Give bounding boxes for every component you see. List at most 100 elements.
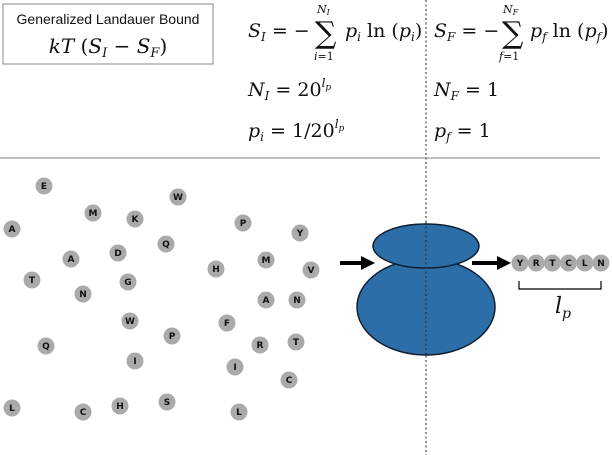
- amino-acid-ball: D: [109, 244, 127, 262]
- amino-acid-ball-letter: A: [9, 225, 16, 235]
- amino-acid-ball-letter: C: [286, 376, 293, 386]
- amino-acid-ball-letter: H: [116, 402, 124, 412]
- chain-residue-circle: [527, 254, 545, 272]
- amino-acid-ball-letter: G: [124, 278, 131, 288]
- amino-acid-ball-letter: K: [132, 215, 140, 225]
- initial-sum-upper: NI: [316, 3, 331, 17]
- chain-residue-letter: Y: [516, 259, 524, 269]
- box-title: Generalized Landauer Bound: [17, 11, 200, 27]
- amino-acid-ball: S: [158, 393, 176, 411]
- amino-acid-ball-letter: T: [29, 276, 36, 286]
- amino-acid-ball-circle: [3, 399, 21, 417]
- amino-acid-ball-circle: [157, 235, 175, 253]
- chain-residue: C: [560, 254, 578, 272]
- amino-acid-ball-circle: [287, 333, 305, 351]
- amino-acid-ball-letter: Q: [162, 240, 170, 250]
- chain-residue-circle: [511, 254, 529, 272]
- amino-acid-ball-circle: [226, 358, 244, 376]
- final-count-equation: NF = 1: [433, 79, 499, 103]
- amino-acid-ball-letter: L: [236, 408, 242, 418]
- amino-acid-ball-letter: W: [173, 193, 183, 203]
- amino-acid-ball-letter: A: [68, 255, 75, 265]
- amino-acid-ball-letter: Y: [296, 229, 304, 239]
- chain-length-label: lp: [555, 294, 571, 322]
- amino-acid-ball-letter: L: [9, 404, 15, 414]
- amino-acid-ball: A: [62, 250, 80, 268]
- final-sum-lower: f=1: [498, 50, 519, 63]
- amino-acid-ball-circle: [74, 403, 92, 421]
- amino-acid-ball: L: [230, 403, 248, 421]
- amino-acid-ball-circle: [84, 204, 102, 222]
- amino-acid-ball: W: [121, 312, 139, 330]
- chain-residue-letter: N: [597, 259, 605, 269]
- amino-acid-ball-circle: [23, 271, 41, 289]
- amino-acid-ball: E: [35, 177, 53, 195]
- amino-acid-ball-letter: R: [257, 341, 264, 351]
- chain-residue: L: [576, 254, 594, 272]
- amino-acid-ball-letter: E: [41, 182, 47, 192]
- amino-acid-ball: P: [234, 214, 252, 232]
- amino-acid-ball-letter: P: [169, 332, 176, 342]
- chain-residue-circle: [576, 254, 594, 272]
- final-sum-upper: NF: [502, 3, 519, 17]
- amino-acid-ball: K: [126, 210, 144, 228]
- amino-acid-ball: M: [257, 251, 275, 269]
- amino-acid-ball: C: [280, 371, 298, 389]
- amino-acid-ball-letter: N: [79, 290, 87, 300]
- final-entropy-rhs: pf ln (pf): [530, 20, 608, 44]
- chain-length-bracket: lp: [518, 281, 602, 322]
- amino-acid-ball-circle: [111, 397, 129, 415]
- amino-acid-ball: W: [169, 188, 187, 206]
- amino-acid-ball-circle: [257, 291, 275, 309]
- amino-acid-ball-letter: P: [240, 219, 247, 229]
- amino-acid-ball: T: [23, 271, 41, 289]
- amino-acid-ball-circle: [234, 214, 252, 232]
- amino-acid-ball-circle: [109, 244, 127, 262]
- amino-acid-ball: L: [3, 399, 21, 417]
- chain-residue-circle: [543, 254, 561, 272]
- amino-acid-ball-circle: [291, 224, 309, 242]
- amino-acid-ball: V: [302, 261, 320, 279]
- chain-residue: Y: [511, 254, 529, 272]
- amino-acid-ball-letter: T: [293, 338, 300, 348]
- initial-sum-lower: i=1: [314, 50, 334, 63]
- final-prob-equation: pf = 1: [434, 120, 491, 144]
- amino-acid-ball-circle: [158, 393, 176, 411]
- final-entropy-equation: SF = −: [434, 20, 499, 44]
- chain-residue: T: [543, 254, 561, 272]
- amino-acid-ball: N: [74, 285, 92, 303]
- amino-acid-ball: F: [218, 314, 236, 332]
- initial-sum-sign: ∑: [315, 16, 337, 51]
- ribosome: [356, 223, 496, 356]
- chain-residue-circle: [592, 254, 610, 272]
- amino-acid-ball-circle: [257, 251, 275, 269]
- amino-acid-ball-letter: W: [125, 317, 135, 327]
- amino-acid-ball-circle: [302, 261, 320, 279]
- amino-acid-ball-circle: [121, 312, 139, 330]
- chain-residue-letter: C: [565, 259, 572, 269]
- initial-entropy-equation: SI = −: [248, 20, 310, 44]
- amino-acid-ball-circle: [288, 291, 306, 309]
- landauer-bound-box: Generalized Landauer Bound kT (SI − SF): [2, 3, 214, 65]
- amino-acid-ball: Q: [37, 337, 55, 355]
- chain-residue-letter: R: [533, 259, 540, 269]
- amino-acid-ball: Y: [291, 224, 309, 242]
- chain-residue-letter: T: [549, 259, 556, 269]
- amino-acid-ball-letter: A: [263, 296, 270, 306]
- initial-equations: SI = − ∑ NI i=1 pi ln (pi) NI = 20lp pi …: [247, 3, 422, 144]
- amino-acid-ball-circle: [35, 177, 53, 195]
- amino-acid-ball-letter: H: [212, 265, 220, 275]
- amino-acid-ball-circle: [230, 403, 248, 421]
- amino-acid-ball-letter: F: [224, 319, 230, 329]
- amino-acid-ball-letter: I: [233, 363, 236, 373]
- final-sum-sign: ∑: [502, 16, 524, 51]
- amino-acid-ball-circle: [37, 337, 55, 355]
- amino-acid-ball-circle: [280, 371, 298, 389]
- amino-acid-ball: I: [226, 358, 244, 376]
- amino-acid-ball-circle: [126, 352, 144, 370]
- initial-count-equation: NI = 20lp: [247, 76, 331, 103]
- amino-acid-ball-letter: Q: [42, 342, 50, 352]
- landauer-formula: kT (SI − SF): [49, 34, 168, 61]
- amino-acid-ball-letter: M: [89, 209, 98, 219]
